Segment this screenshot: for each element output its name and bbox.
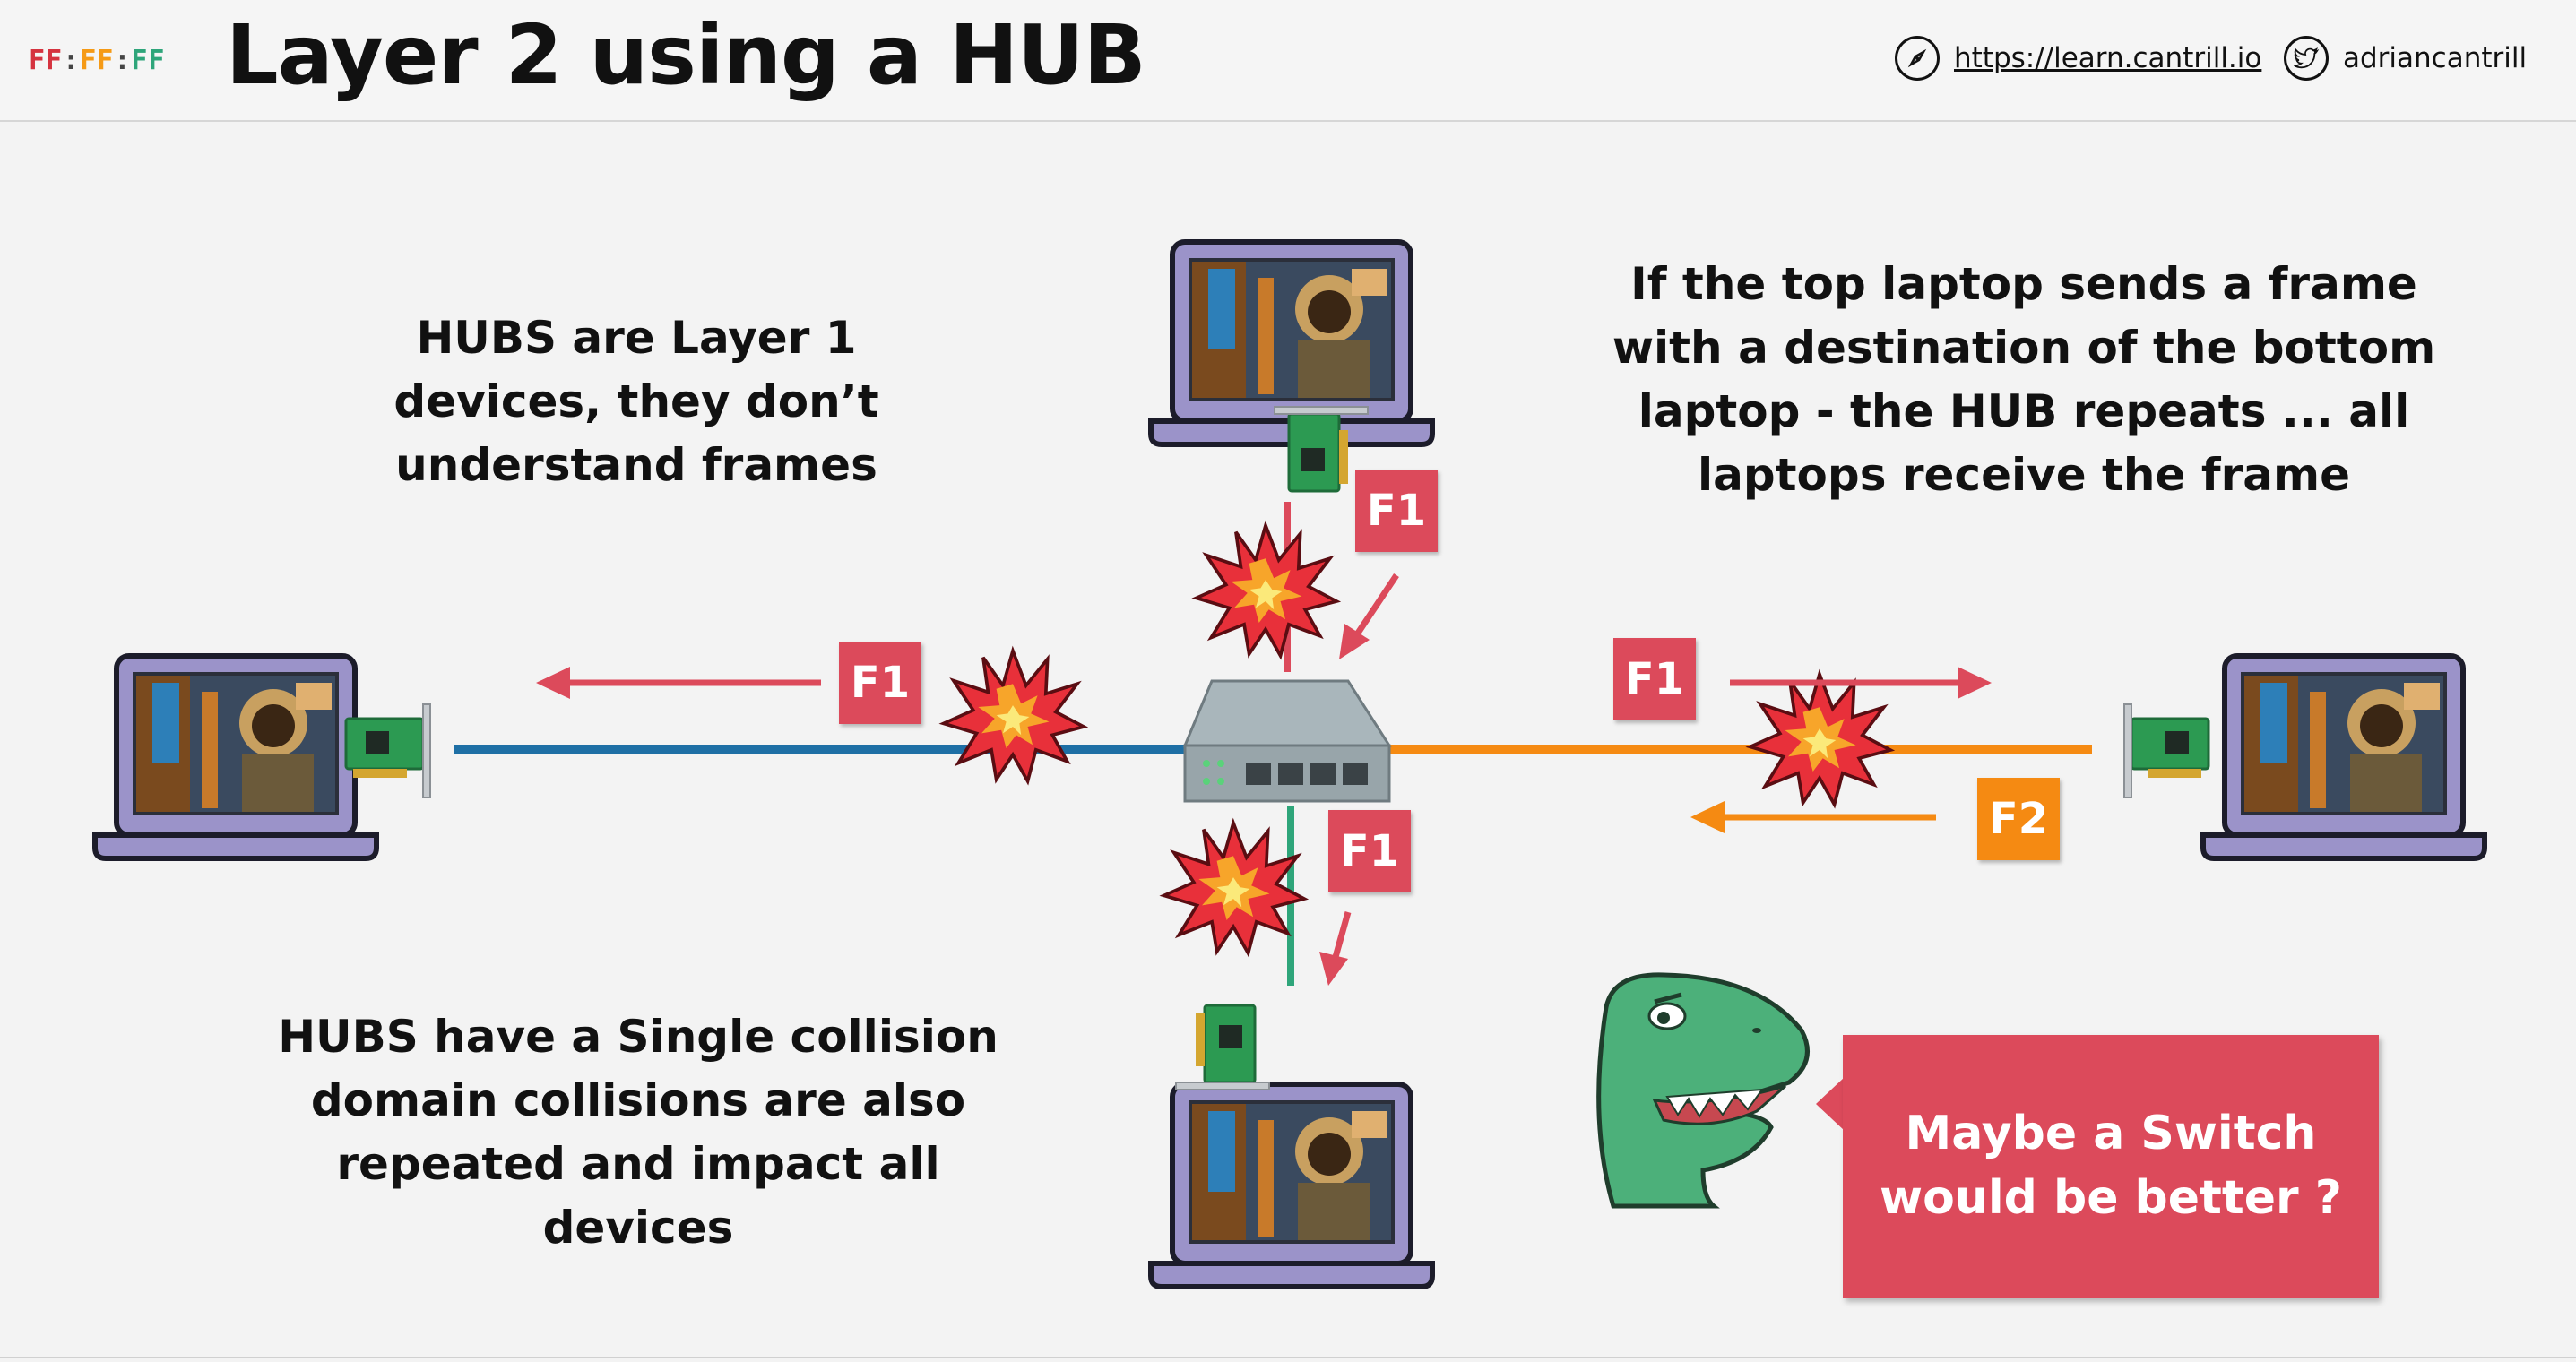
left-network-card	[344, 703, 432, 799]
note-bottom-left-line-2: domain collisions are also	[310, 1074, 966, 1126]
note-bottom-left-line-1: HUBS have a Single collision	[278, 1011, 998, 1063]
website-url[interactable]: https://learn.cantrill.io	[1954, 42, 2262, 74]
note-bottom-left-line-3: repeated and impact all devices	[336, 1138, 940, 1254]
frame-tag-bottom: F1	[1328, 810, 1411, 892]
twitter-bird-icon	[2284, 36, 2329, 81]
return-arrow-head	[1690, 801, 1725, 833]
bottom-diagonal-arrow	[1332, 911, 1352, 958]
footer-divider	[0, 1357, 2576, 1358]
bottom-diagonal-arrow-head	[1319, 952, 1348, 986]
brand-logo: FF:FF:FF	[29, 45, 166, 76]
note-bottom-left: HUBS have a Single collision domain coll…	[235, 1005, 1042, 1260]
social-username[interactable]: adriancantrill	[2343, 42, 2528, 74]
frame-tag-right: F1	[1613, 638, 1696, 720]
social-handle[interactable]: adriancantrill	[2284, 36, 2527, 81]
top-diagonal-arrow	[1354, 573, 1399, 636]
header-bar: FF:FF:FF Layer 2 using a HUB https://lea…	[0, 0, 2576, 122]
note-top-right-line-1: If the top laptop sends a frame	[1630, 258, 2417, 310]
logo-part-3: FF	[131, 45, 166, 76]
frame-tag-left: F1	[839, 642, 921, 724]
hub-device	[1182, 679, 1392, 803]
callout-line-1: Maybe a Switch	[1905, 1107, 2317, 1161]
left-arrow-head	[536, 667, 570, 699]
note-top-left-line-1: HUBS are Layer 1	[416, 312, 857, 364]
note-top-right-line-4: laptops receive the frame	[1697, 449, 2351, 501]
right-laptop	[2203, 656, 2485, 858]
callout-pointer	[1816, 1077, 1845, 1131]
logo-part-1: FF	[29, 45, 64, 76]
collision-top-icon	[1194, 523, 1338, 658]
frame-tag-return: F2	[1977, 778, 2060, 860]
frame-tag-top: F1	[1355, 470, 1438, 552]
note-top-left: HUBS are Layer 1 devices, they don’t und…	[376, 306, 896, 497]
note-top-right-line-3: laptop - the HUB repeats ... all	[1638, 385, 2410, 437]
callout-line-2: would be better ?	[1880, 1171, 2342, 1225]
note-top-right-line-2: with a destination of the bottom	[1612, 322, 2436, 374]
logo-separator-1: :	[63, 45, 81, 76]
bottom-network-card	[1174, 1004, 1271, 1091]
dinosaur-mascot	[1596, 972, 1810, 1209]
note-top-right: If the top laptop sends a frame with a d…	[1595, 253, 2452, 507]
logo-separator-2: :	[114, 45, 132, 76]
logo-part-2: FF	[80, 45, 115, 76]
collision-bottom-icon	[1162, 821, 1306, 955]
page-title: Layer 2 using a HUB	[226, 7, 1146, 103]
switch-callout: Maybe a Switch would be better ?	[1843, 1035, 2379, 1298]
collision-left-icon	[941, 649, 1085, 783]
website-link[interactable]: https://learn.cantrill.io	[1895, 36, 2261, 81]
note-top-left-line-2: devices, they don’t	[393, 375, 879, 427]
collision-right-icon	[1748, 672, 1892, 806]
right-arrow-head	[1958, 667, 1992, 699]
top-diagonal-arrow-head	[1339, 624, 1370, 659]
bottom-laptop	[1151, 1084, 1432, 1287]
note-top-left-line-3: understand frames	[395, 439, 877, 491]
right-network-card	[2122, 703, 2210, 799]
left-laptop	[95, 656, 376, 858]
compass-icon	[1895, 36, 1940, 81]
